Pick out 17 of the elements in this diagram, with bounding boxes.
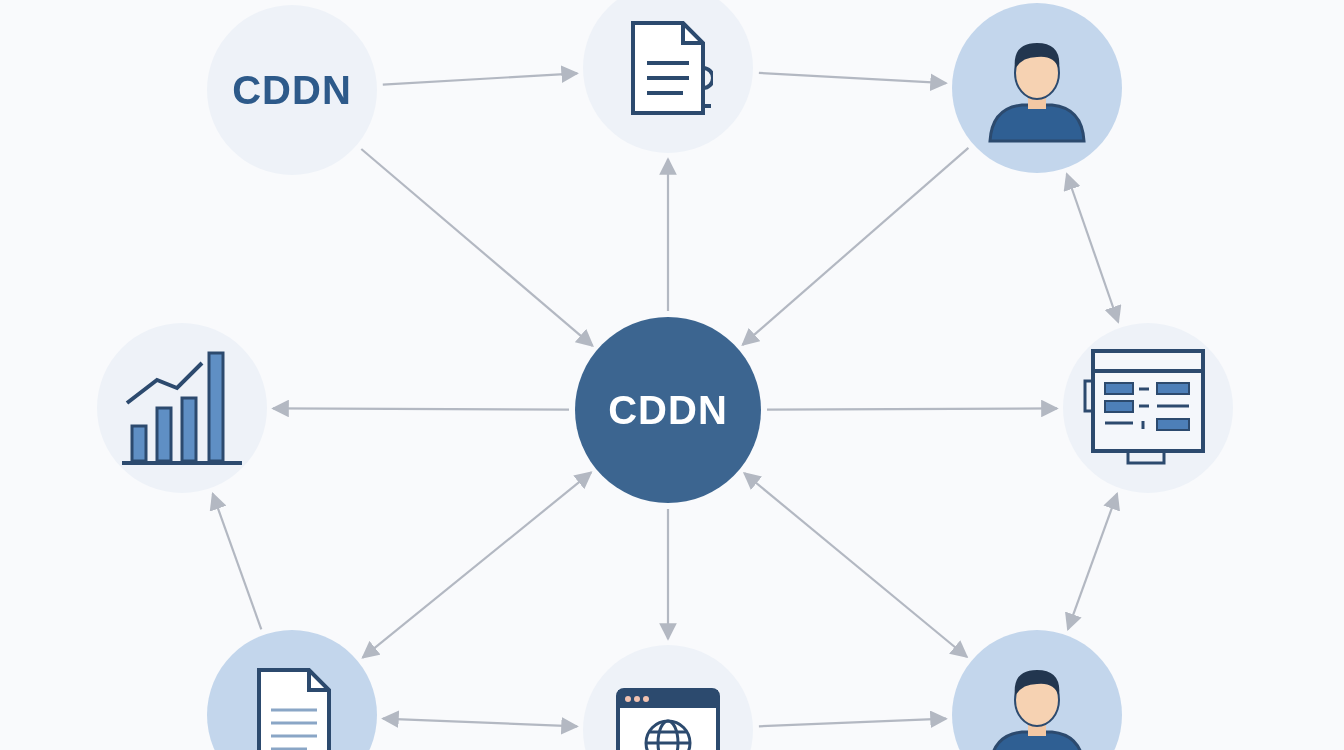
arrow [1063, 172, 1122, 324]
arrow [758, 710, 948, 729]
arrow [659, 509, 677, 641]
arrow [381, 710, 579, 735]
node-label: CDDN [608, 387, 728, 433]
arrow [742, 472, 969, 659]
arrow [360, 148, 594, 347]
arrow [741, 146, 970, 347]
arrow [1065, 491, 1120, 632]
arrow [271, 399, 569, 418]
arrow [209, 492, 263, 630]
arrow [382, 65, 579, 86]
arrow [659, 157, 677, 311]
arrow [758, 71, 948, 92]
node-label: CDDN [232, 67, 352, 113]
arrow [361, 471, 593, 659]
arrow [767, 399, 1059, 418]
